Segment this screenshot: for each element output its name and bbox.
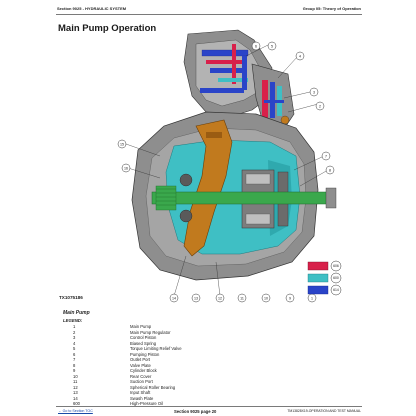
legend-row: 600 High-Pressure Oil — [56, 401, 362, 407]
legend-title: LEGEND: — [63, 318, 83, 323]
key-code: 614 — [333, 288, 339, 292]
callout-number: 6 — [255, 44, 257, 48]
legend-description: Swash Plate — [130, 395, 154, 401]
group-label: Group 05: Theory of Operation — [302, 6, 361, 11]
legend-description: Pumping Piston — [130, 351, 160, 357]
callout-number: 10 — [264, 296, 268, 300]
legend-number: 13 — [73, 390, 78, 395]
legend-number: 4 — [73, 340, 76, 346]
key-code: 600 — [333, 276, 339, 280]
legend-description: Suction Port — [130, 379, 153, 384]
legend-description: Input Shaft — [130, 390, 151, 395]
callout-number: 11 — [240, 296, 244, 300]
callout-number: 13 — [194, 296, 198, 300]
legend-row: 5 Torque Limiting Relief Valve — [56, 346, 362, 352]
input-shaft — [151, 185, 337, 211]
legend-row: 11 Suction Port — [56, 379, 362, 385]
legend-description: Main Pump Regulator — [130, 329, 171, 335]
legend-number: 7 — [73, 357, 76, 362]
callout-number: 15 — [120, 142, 124, 146]
legend-description: Cylinder Block — [130, 368, 157, 373]
legend-row: 10 Rear Cover — [56, 374, 362, 380]
figure-code: TX1075186 — [59, 295, 83, 300]
legend-row: 1 Main Pump — [56, 324, 362, 330]
section-toc-link[interactable]: ← Go to Section TOC — [58, 409, 93, 413]
legend-number: 5 — [73, 346, 76, 351]
page-number: Section 9025 page 20 — [174, 408, 217, 414]
callout-number: 7 — [325, 154, 327, 158]
legend-number: 600 — [73, 401, 80, 406]
legend-number: 2 — [73, 329, 76, 335]
legend-row: 4 Biased Spring — [56, 341, 362, 347]
callout-number: 4 — [299, 54, 301, 58]
legend-row: 6 Pumping Piston — [56, 352, 362, 358]
legend-description: Control Piston — [130, 335, 157, 340]
legend-row: 9 Cylinder Block — [56, 368, 362, 374]
legend-description: Biased Spring — [130, 340, 157, 346]
figure-caption: Main Pump — [63, 310, 90, 316]
legend-row: 12 Spherical Roller Bearing — [56, 385, 362, 391]
legend-number: 14 — [73, 395, 78, 401]
manual-code: TM13828X19-OPERATION AND TEST MANUAL — [287, 409, 361, 413]
key-code: 606 — [333, 264, 339, 268]
callout-number: 8 — [329, 168, 331, 172]
spherical-roller-bearing — [179, 173, 193, 223]
callout-number: 5 — [271, 44, 273, 48]
legend-number: 11 — [73, 379, 78, 384]
page-header: Section 9025 - HYDRAULIC SYSTEM Group 05… — [56, 6, 362, 15]
legend-row: 8 Valve Plate — [56, 363, 362, 369]
callout-number: 16 — [124, 166, 128, 170]
legend-description: Rear Cover — [130, 373, 152, 379]
callout-number: 1 — [311, 296, 313, 300]
legend-description: Torque Limiting Relief Valve — [130, 346, 182, 351]
legend-number: 12 — [73, 384, 78, 390]
oil-color-key: 606 600 614 — [307, 260, 342, 296]
callout-numbers: 6 5 4 3 2 7 8 15 16 14 13 12 11 10 9 1 — [120, 44, 331, 300]
legend-number: 9 — [73, 368, 76, 373]
legend-description: Valve Plate — [130, 362, 151, 368]
callout-circles — [117, 41, 335, 303]
legend-description: Outlet Port — [130, 357, 151, 362]
legend-row: 13 Input Shaft — [56, 390, 362, 396]
page-footer: ← Go to Section TOC Section 9025 page 20… — [56, 406, 362, 414]
page-title: Main Pump Operation — [58, 23, 157, 34]
callout-number: 2 — [319, 104, 321, 108]
callout-number: 3 — [313, 90, 315, 94]
legend-description: Main Pump — [130, 324, 152, 329]
callout-number: 14 — [172, 296, 176, 300]
legend-description: Spherical Roller Bearing — [130, 384, 176, 390]
legend-row: 14 Swash Plate — [56, 396, 362, 402]
main-pump-cutaway-diagram: 6 5 4 3 2 7 8 15 16 14 13 12 11 10 9 1 — [117, 29, 342, 303]
legend-row: 3 Control Piston — [56, 335, 362, 341]
callout-number: 12 — [218, 296, 222, 300]
regulator-housing — [183, 29, 273, 119]
callout-number: 9 — [289, 296, 291, 300]
legend-list: 1 Main Pump 2 Main Pump Regulator 3 Control… — [56, 324, 362, 407]
legend-number: 8 — [73, 362, 76, 368]
swash-plate — [183, 119, 233, 257]
legend-row: 7 Outlet Port — [56, 357, 362, 363]
section-label: Section 9025 - HYDRAULIC SYSTEM — [57, 6, 127, 11]
legend-number: 6 — [73, 351, 76, 357]
callout-leaders — [125, 43, 329, 297]
manual-page: Section 9025 - HYDRAULIC SYSTEM Group 05… — [56, 0, 362, 416]
legend-row: 2 Main Pump Regulator — [56, 330, 362, 336]
legend-number: 10 — [73, 373, 78, 379]
legend-description: High-Pressure Oil — [130, 401, 164, 406]
legend-number: 1 — [73, 324, 76, 329]
legend-number: 3 — [73, 335, 76, 340]
